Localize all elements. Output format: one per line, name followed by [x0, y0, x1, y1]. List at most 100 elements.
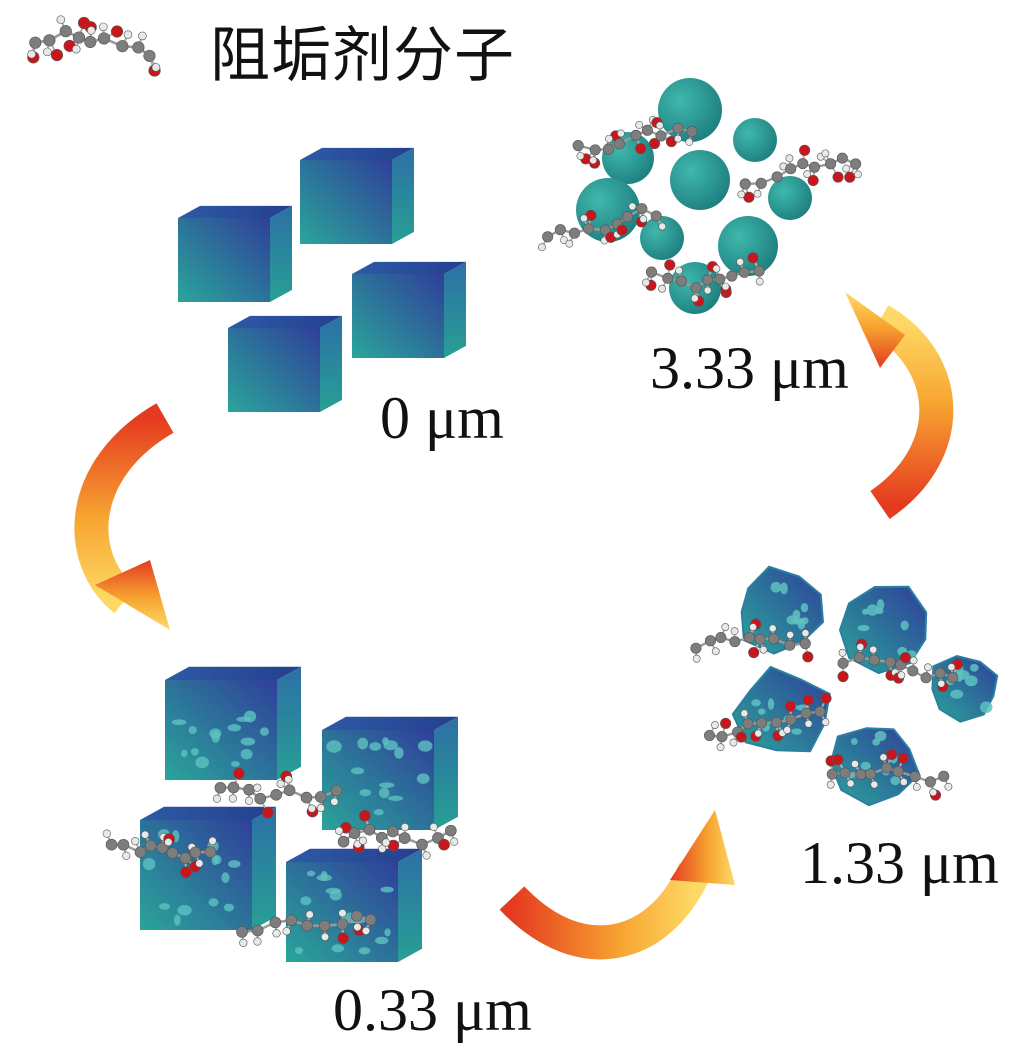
carbon-atom: [726, 270, 738, 282]
hydrogen-atom: [821, 149, 830, 158]
hydrogen-atom: [429, 822, 438, 832]
carbon-atom: [116, 40, 129, 53]
pit-mark: [857, 624, 870, 632]
cube-side-face: [444, 261, 466, 358]
hydrogen-atom: [151, 63, 161, 72]
carbon-atom: [645, 266, 657, 278]
carbon-atom: [254, 792, 267, 805]
oxygen-atom: [359, 809, 371, 822]
carbon-atom: [416, 838, 428, 851]
carbon-atom: [43, 34, 56, 47]
oxygen-atom: [664, 259, 676, 271]
carbon-atom: [398, 832, 411, 844]
pit-mark: [358, 947, 371, 955]
hydrogen-atom: [284, 775, 293, 784]
carbon-atom: [704, 635, 716, 647]
carbon-atom: [621, 211, 633, 223]
pit-mark: [950, 689, 964, 699]
carbon-atom: [572, 140, 584, 152]
pit-mark: [223, 903, 234, 912]
carbon-atom: [650, 210, 662, 222]
oxygen-atom: [261, 806, 274, 819]
hydrogen-atom: [579, 214, 588, 223]
carbon-atom: [602, 143, 614, 155]
stage-label-333: 3.33 μm: [650, 335, 849, 401]
arrow-shaft: [869, 305, 954, 520]
carbon-atom: [785, 714, 797, 726]
cube-front-face: [300, 160, 392, 244]
carbon-atom: [166, 847, 179, 859]
pit-mark: [221, 872, 230, 884]
hydrogen-atom: [740, 709, 749, 718]
carbon-atom: [285, 914, 298, 927]
pit-mark: [350, 767, 365, 775]
carbon-atom: [771, 171, 783, 183]
hydrogen-atom: [56, 15, 66, 24]
hydrogen-atom: [272, 929, 281, 938]
carbon-atom: [672, 122, 684, 134]
carbon-atom: [97, 32, 111, 45]
oxygen-atom: [886, 748, 898, 761]
carbon-atom: [855, 768, 867, 780]
arrows-layer: [74, 292, 954, 960]
hydrogen-atom: [628, 202, 637, 211]
carbon-atom: [836, 152, 848, 164]
carbon-atom: [881, 762, 893, 774]
pit-mark: [230, 761, 240, 767]
hydrogen-atom: [730, 627, 739, 636]
oxygen-atom: [648, 138, 661, 150]
hydrogen-atom: [244, 796, 254, 805]
carbon-atom: [387, 825, 399, 838]
carbon-atom: [743, 631, 756, 644]
carbon-atom: [753, 265, 765, 277]
oxygen-atom: [844, 171, 856, 183]
pitted-crystal-cube: [286, 848, 422, 962]
carbon-atom: [662, 272, 674, 284]
carbon-atom: [134, 846, 147, 859]
carbon-atom: [947, 672, 959, 684]
hydrogen-atom: [869, 645, 878, 654]
oxygen-atom: [743, 191, 755, 203]
hydrogen-atom: [305, 910, 314, 919]
cube-top-face: [352, 261, 466, 274]
hydrogen-atom: [141, 830, 150, 839]
hydrogen-atom: [71, 44, 81, 54]
carbon-atom: [934, 667, 946, 679]
carbon-atom: [924, 776, 936, 788]
oxygen-atom: [802, 694, 814, 706]
carbon-atom: [715, 631, 727, 644]
cube-top-face: [300, 147, 414, 160]
molecule-icon: [335, 809, 459, 860]
molecule-icon: [703, 692, 832, 752]
cube-side-face: [398, 848, 422, 962]
carbon-atom: [742, 718, 754, 730]
hydrogen-atom: [712, 264, 721, 273]
hydrogen-atom: [804, 719, 813, 728]
pit-mark: [177, 904, 192, 916]
carbon-atom: [675, 275, 688, 287]
hydrogen-atom: [338, 909, 347, 918]
arrow-head: [95, 560, 170, 630]
cube-front-face: [165, 680, 277, 780]
hydrogen-atom: [605, 134, 613, 143]
hydrogen-atom: [361, 926, 371, 935]
carbon-atom: [300, 791, 313, 804]
oxygen-atom: [635, 143, 647, 155]
molecule-icon: [642, 252, 765, 307]
pit-mark: [357, 737, 369, 750]
hydrogen-atom: [655, 121, 664, 130]
carbon-atom: [714, 273, 726, 285]
hydrogen-atom: [450, 837, 459, 846]
carbon-atom: [865, 768, 877, 780]
oxygen-atom: [180, 866, 192, 878]
carbon-atom: [589, 144, 601, 156]
carbon-atom: [784, 639, 796, 651]
carbon-atom: [826, 768, 838, 780]
pit-mark: [171, 719, 187, 726]
stage-label-0: 0 μm: [380, 385, 504, 451]
pit-mark: [792, 618, 804, 625]
molecule-icon: [837, 638, 964, 693]
molecule-icon: [825, 748, 953, 801]
pit-mark: [142, 857, 156, 871]
pit-mark: [181, 749, 188, 758]
